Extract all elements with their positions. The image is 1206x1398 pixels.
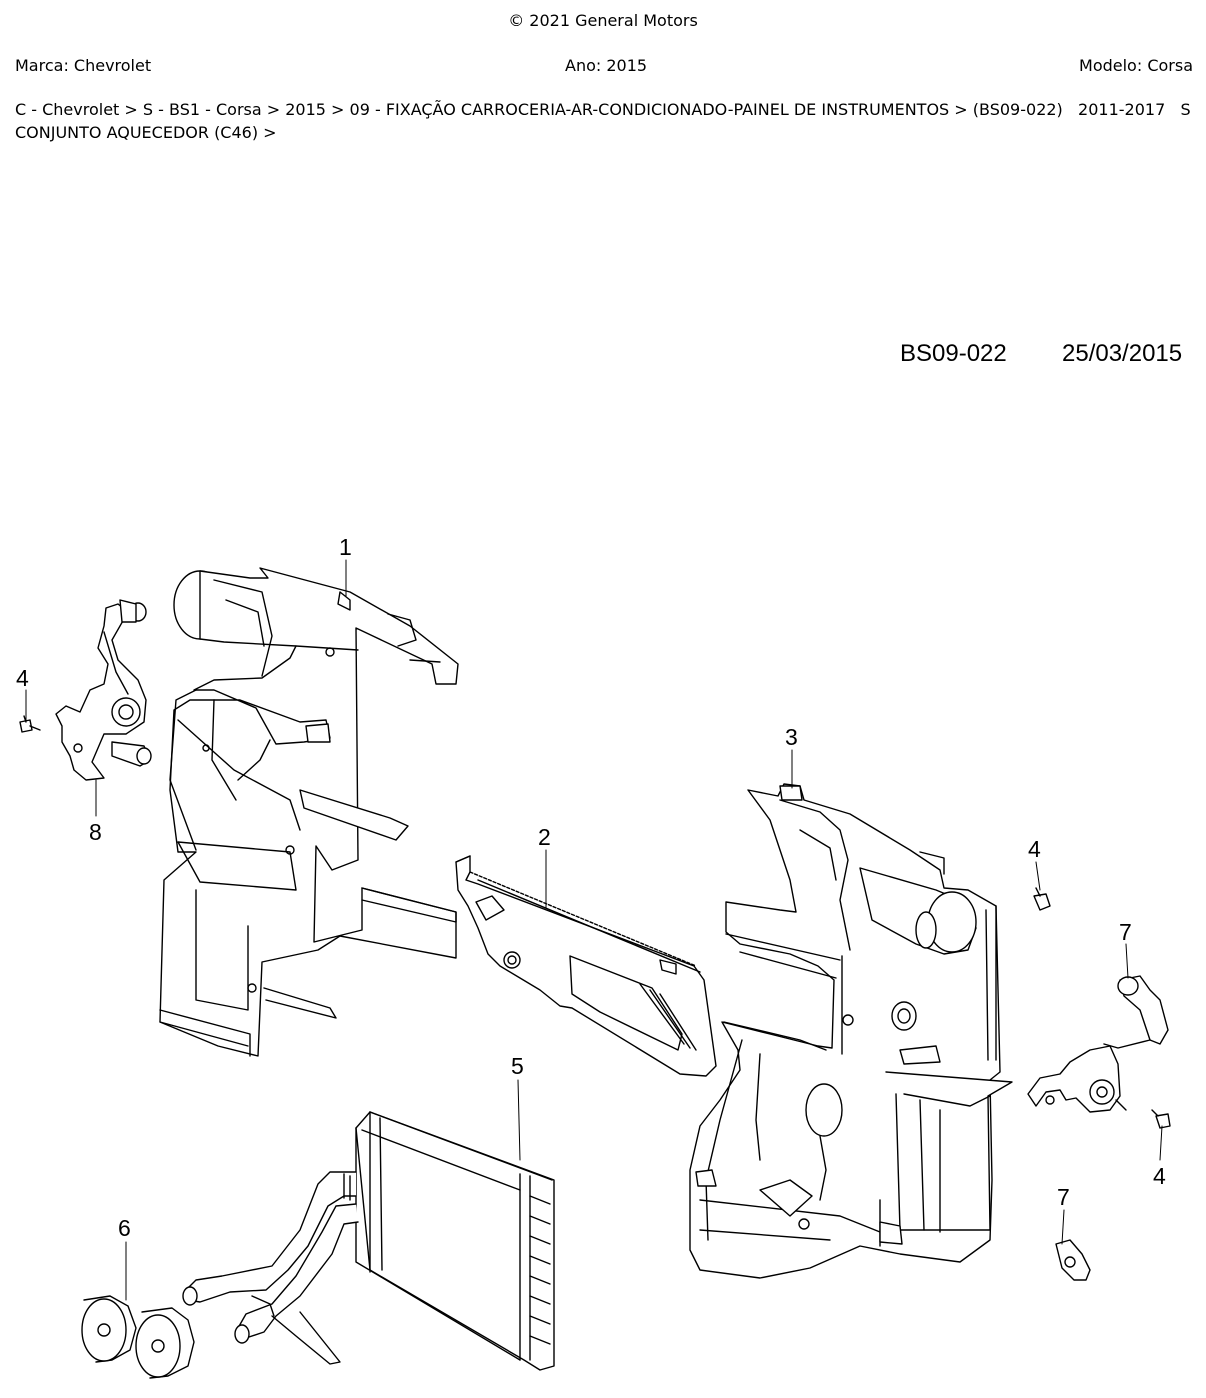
breadcrumb-line-1[interactable]: C - Chevrolet > S - BS1 - Corsa > 2015 >…	[15, 100, 1191, 119]
part-2-flap	[455, 855, 717, 1077]
part-5-heater-core	[182, 1111, 555, 1371]
year-label: Ano: 2015	[565, 56, 648, 75]
part-8-actuator	[55, 599, 152, 781]
callout-leader-lines	[25, 559, 1163, 1301]
part-3-right-housing	[689, 783, 1013, 1279]
callout-6: 6	[118, 1215, 131, 1241]
callout-7-right: 7	[1119, 919, 1132, 945]
breadcrumb-line-2[interactable]: CONJUNTO AQUECEDOR (C46) >	[15, 123, 277, 142]
callout-5: 5	[511, 1053, 524, 1079]
part-4-screw-right-top	[1033, 887, 1051, 911]
copyright-text: © 2021 General Motors	[508, 11, 698, 30]
vehicle-meta: Marca: Chevrolet Ano: 2015 Modelo: Corsa	[15, 56, 1193, 78]
callout-4-left: 4	[16, 665, 29, 691]
part-7-lever	[1055, 1239, 1091, 1281]
callout-3: 3	[785, 724, 798, 750]
brand-label: Marca: Chevrolet	[15, 56, 152, 75]
part-4-screw-left	[19, 715, 41, 733]
callout-7-lower: 7	[1057, 1184, 1070, 1210]
part-7-actuator	[1027, 975, 1169, 1113]
diagram-code: BS09-022	[900, 340, 1007, 367]
part-6-grommets	[81, 1295, 195, 1379]
callout-8: 8	[89, 819, 102, 845]
callouts: 1 4 8 2 3 4 7 4 7 5 6	[16, 534, 1166, 1241]
part-1-left-housing	[159, 567, 459, 1057]
model-label: Modelo: Corsa	[1079, 56, 1193, 75]
callout-2: 2	[538, 824, 551, 850]
callout-4-right-top: 4	[1028, 836, 1041, 862]
diagram-date: 25/03/2015	[1062, 340, 1183, 367]
part-4-screw-right-bottom	[1151, 1109, 1171, 1129]
callout-1: 1	[339, 534, 352, 560]
breadcrumb: C - Chevrolet > S - BS1 - Corsa > 2015 >…	[15, 98, 1191, 144]
callout-4-right-bottom: 4	[1153, 1163, 1166, 1189]
